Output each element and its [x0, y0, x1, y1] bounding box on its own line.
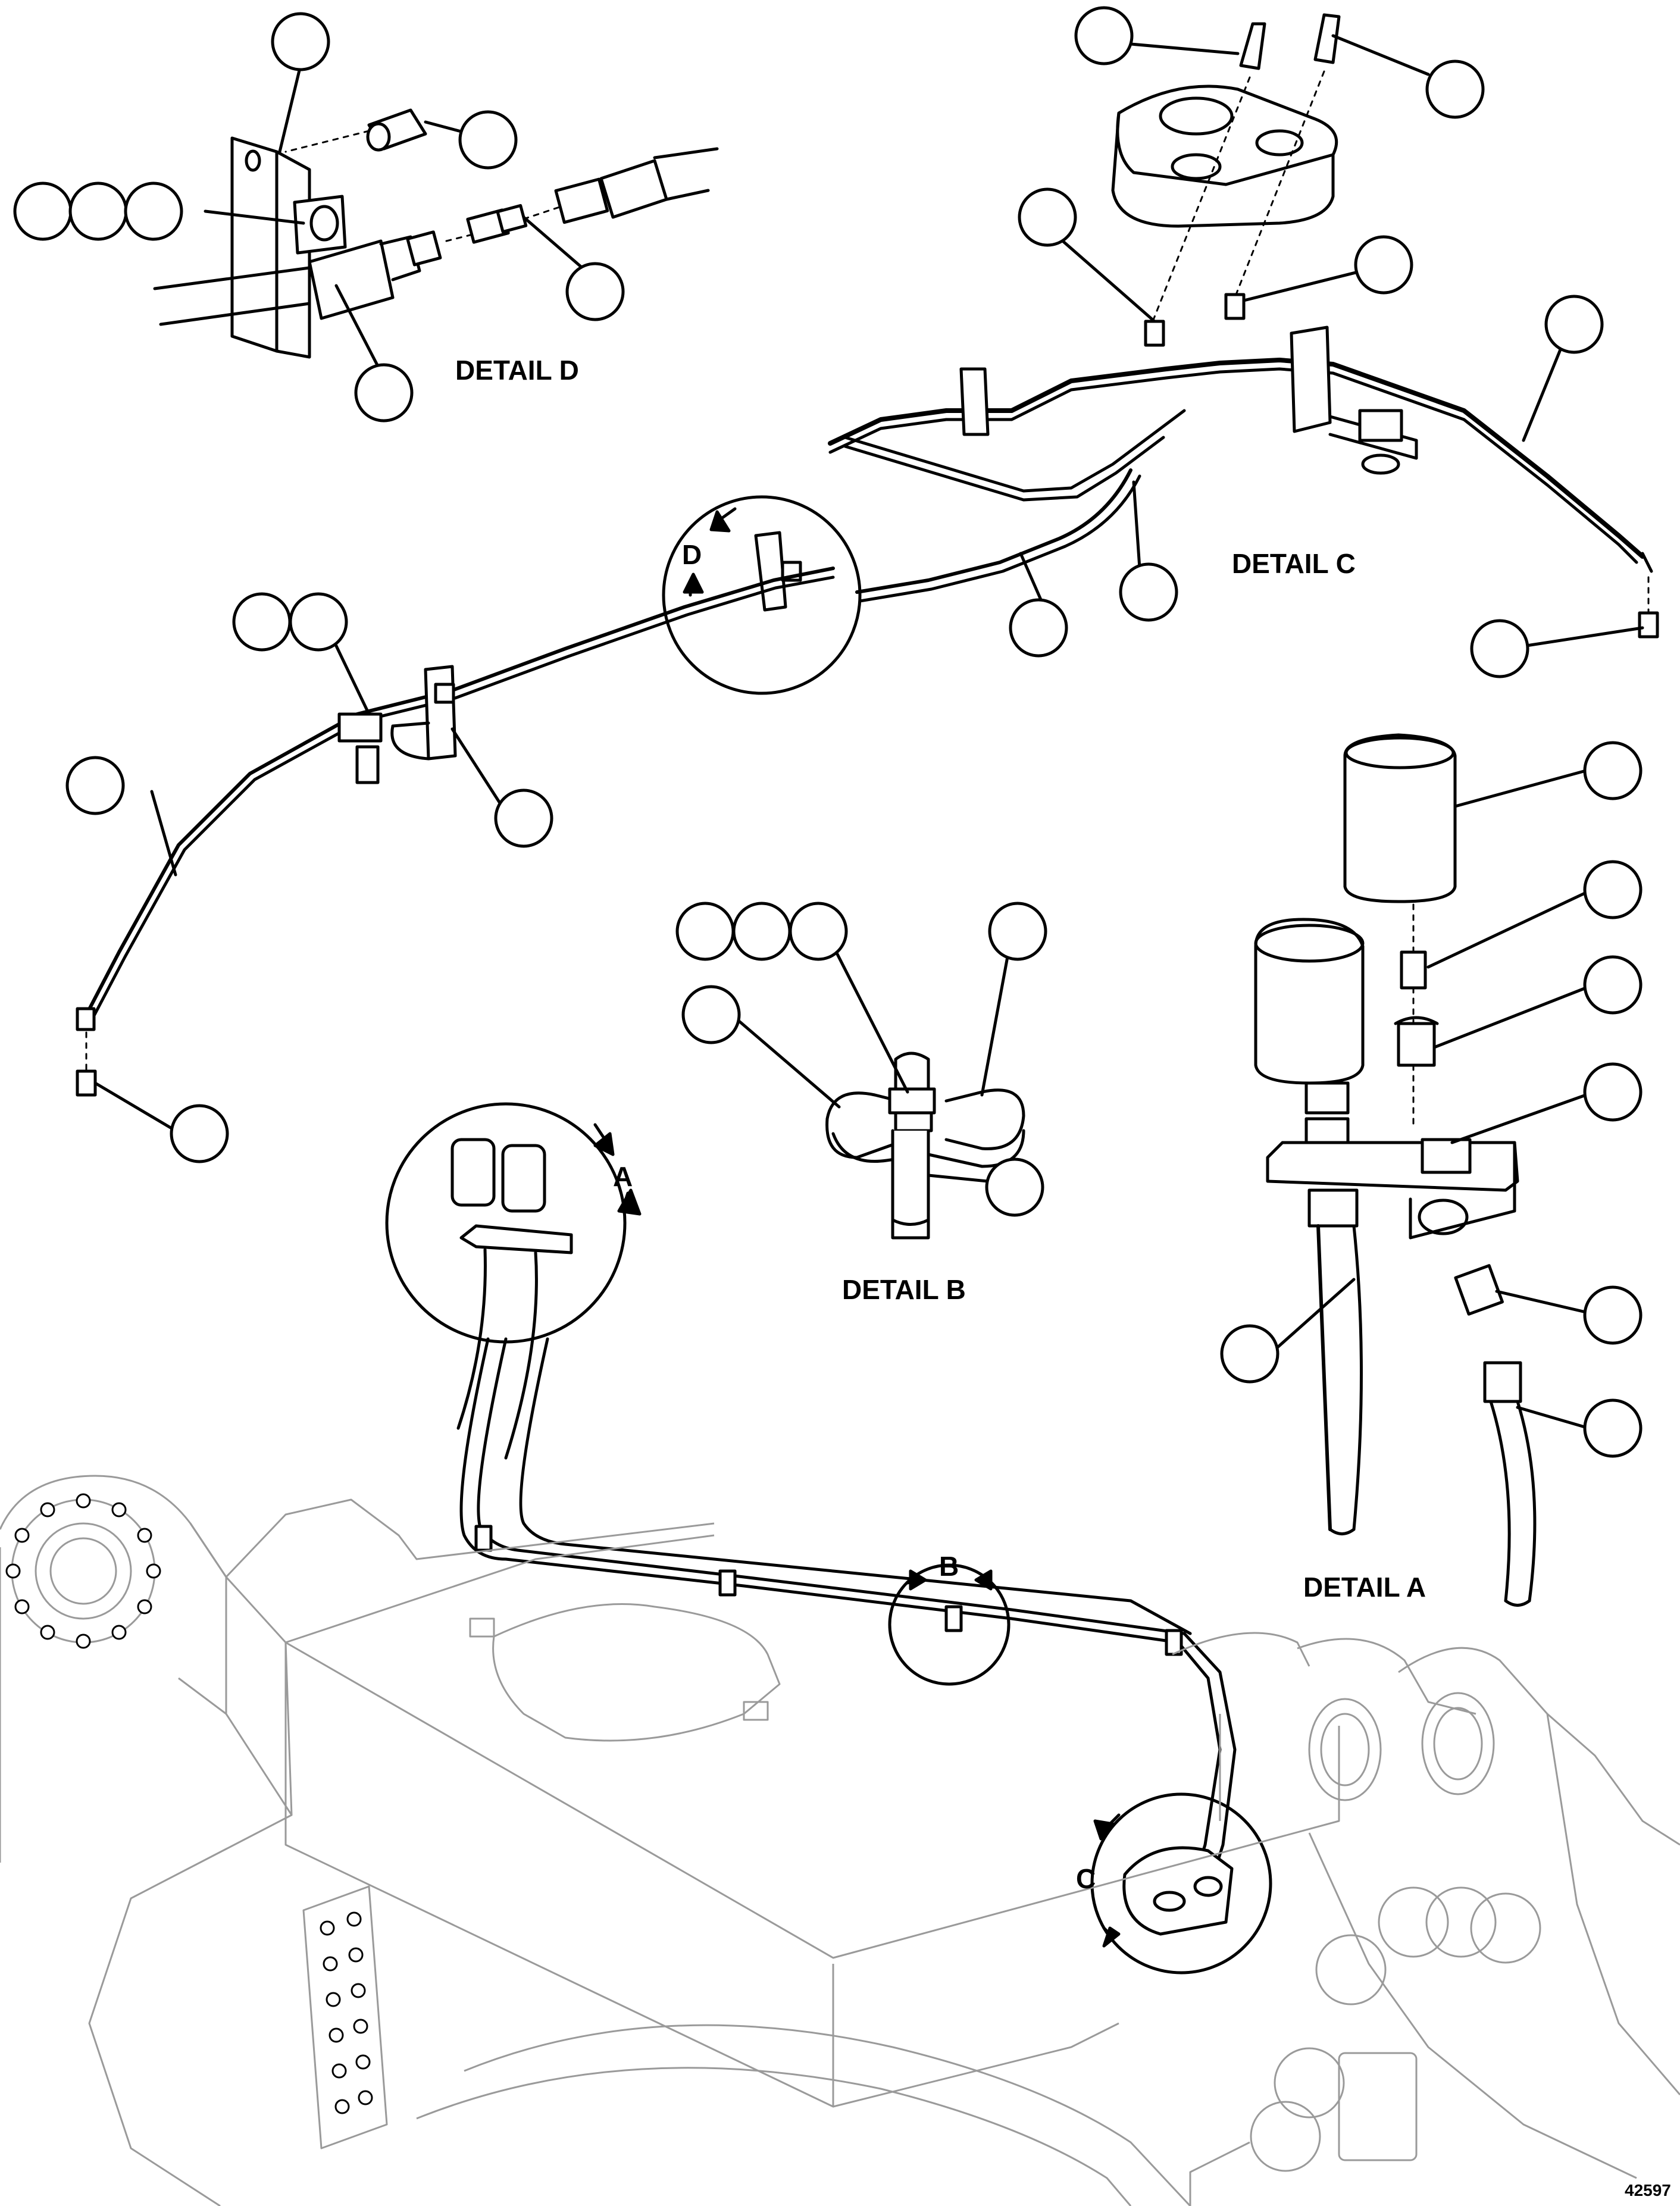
- view-circle-c: [1090, 1792, 1272, 1975]
- view-letter-a: A: [613, 1161, 633, 1192]
- callout-balloon: [681, 985, 741, 1044]
- callout-balloon: [988, 902, 1047, 961]
- callout-balloon: [458, 110, 518, 170]
- callout-balloon: [732, 902, 791, 961]
- callout-balloon: [170, 1104, 229, 1163]
- callout-balloon: [1544, 295, 1604, 354]
- callout-balloon: [494, 788, 553, 848]
- callout-balloon: [1074, 6, 1134, 65]
- view-circle-b: [888, 1563, 1010, 1686]
- callout-balloon: [1470, 619, 1529, 678]
- callout-balloons: [13, 6, 1643, 1458]
- detail-d-assembly: [153, 64, 719, 374]
- view-letter-d: D: [682, 539, 702, 570]
- detail-a-assembly: [1254, 733, 1591, 1607]
- callout-balloon: [789, 902, 848, 961]
- callout-balloon: [1583, 860, 1643, 919]
- detail-a-label: DETAIL A: [1303, 1572, 1426, 1603]
- callout-balloon: [1583, 1398, 1643, 1458]
- callout-balloon: [271, 12, 330, 71]
- callout-balloon: [565, 262, 625, 321]
- detail-b-assembly: [733, 933, 1025, 1240]
- view-letter-b: B: [939, 1551, 959, 1582]
- callout-balloon: [1354, 235, 1413, 295]
- view-circle-a: [385, 1102, 642, 1460]
- detail-b-label: DETAIL B: [842, 1274, 966, 1305]
- callout-balloon: [1583, 741, 1643, 800]
- callout-balloon: [289, 592, 348, 652]
- view-circle-d: [662, 495, 862, 695]
- main-hose: [76, 567, 835, 1132]
- callout-balloon: [1583, 1062, 1643, 1122]
- callout-balloon: [675, 902, 735, 961]
- callout-balloon: [68, 182, 128, 241]
- callout-balloon: [1009, 598, 1068, 658]
- callout-balloon: [1119, 562, 1178, 622]
- callout-balloon: [124, 182, 183, 241]
- tie-down-holes: [320, 1911, 373, 2114]
- callout-balloon: [1583, 955, 1643, 1015]
- detail-d-label: DETAIL D: [455, 355, 579, 386]
- callout-balloon: [1018, 187, 1077, 247]
- callout-balloon: [985, 1157, 1044, 1217]
- callout-balloon: [1425, 60, 1485, 119]
- callout-balloon: [1583, 1285, 1643, 1345]
- callout-balloon: [65, 756, 125, 815]
- view-letter-c: C: [1076, 1863, 1096, 1894]
- callout-balloon: [13, 182, 73, 241]
- callout-balloon: [1220, 1324, 1279, 1384]
- callout-balloon: [232, 592, 292, 652]
- bolt-circle: [5, 1493, 161, 1649]
- harness-hoses: [459, 1337, 1237, 1894]
- callout-balloon: [354, 363, 414, 423]
- figure-number: 42597: [1625, 2181, 1671, 2199]
- machine-body: [0, 1475, 1680, 2206]
- detail-c-label: DETAIL C: [1232, 548, 1356, 579]
- detail-c-assembly: [828, 13, 1659, 647]
